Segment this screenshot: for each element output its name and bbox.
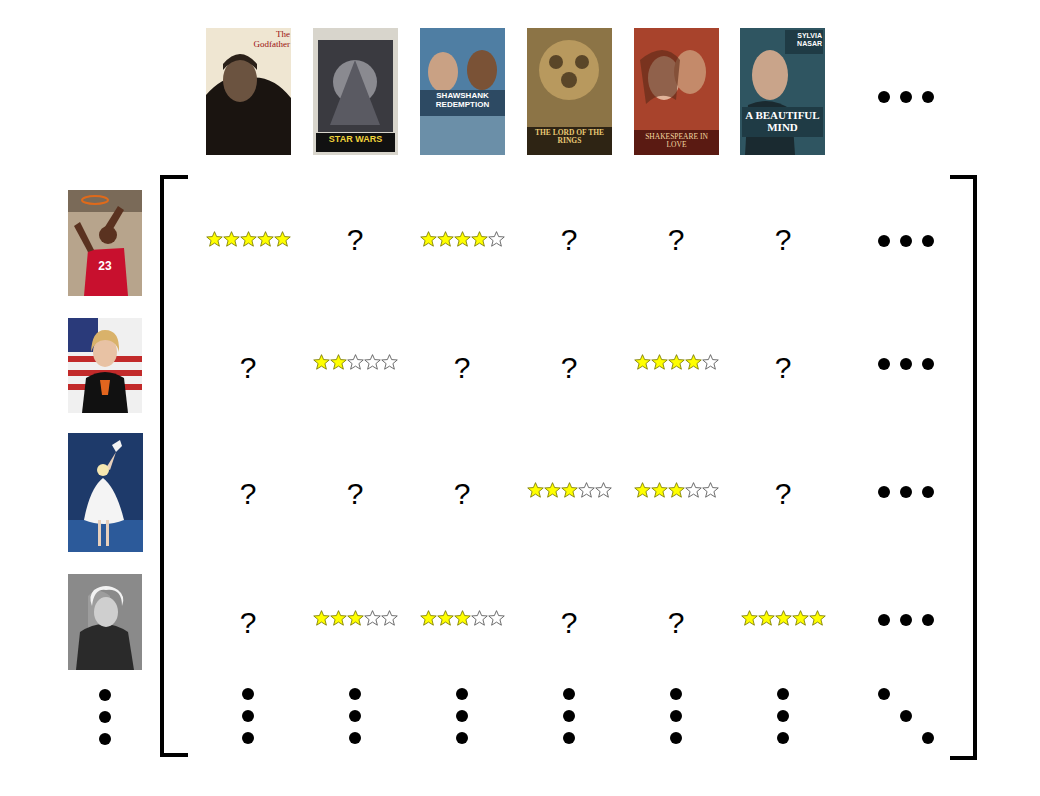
person-photo [68, 433, 143, 552]
poster-title: SHAWSHANK REDEMPTION [421, 92, 504, 110]
star-rating [314, 611, 398, 626]
unknown-rating: ? [758, 475, 808, 513]
movie-poster [206, 28, 291, 155]
poster-author: SYLVIA NASAR [786, 32, 822, 47]
unknown-rating: ? [223, 349, 273, 387]
unknown-rating: ? [758, 349, 808, 387]
unknown-rating: ? [223, 475, 273, 513]
person-photo [68, 574, 142, 670]
unknown-rating: ? [330, 221, 380, 259]
unknown-rating: ? [544, 604, 594, 642]
unknown-rating: ? [758, 221, 808, 259]
ellipsis-dots [99, 91, 934, 745]
star-rating [421, 611, 505, 626]
poster-title: STAR WARS [316, 135, 395, 145]
poster-title: SHAKESPEARE IN LOVE [635, 133, 718, 150]
star-rating [635, 355, 719, 370]
star-rating [421, 232, 505, 247]
poster-title: THE LORD OF THE RINGS [528, 129, 611, 146]
matrix-bracket [950, 177, 975, 758]
movie-poster [740, 28, 825, 155]
star-rating [742, 611, 826, 626]
unknown-rating: ? [544, 349, 594, 387]
unknown-rating: ? [437, 349, 487, 387]
unknown-rating: ? [651, 604, 701, 642]
movie-poster [634, 28, 719, 155]
unknown-rating: ? [330, 475, 380, 513]
star-rating [635, 483, 719, 498]
star-rating [207, 232, 291, 247]
jersey-number: 23 [94, 260, 116, 273]
movie-poster [313, 28, 398, 155]
unknown-rating: ? [544, 221, 594, 259]
unknown-rating: ? [651, 221, 701, 259]
unknown-rating: ? [437, 475, 487, 513]
star-rating [528, 483, 612, 498]
movie-poster [420, 28, 505, 155]
star-rating [314, 355, 398, 370]
movie-poster [527, 28, 612, 155]
matrix-bracket [162, 177, 188, 755]
unknown-rating: ? [223, 604, 273, 642]
poster-title: The Godfather [253, 30, 290, 50]
person-photo [68, 318, 142, 413]
person-photo [68, 190, 142, 296]
poster-title: A BEAUTIFUL MIND [743, 109, 822, 133]
